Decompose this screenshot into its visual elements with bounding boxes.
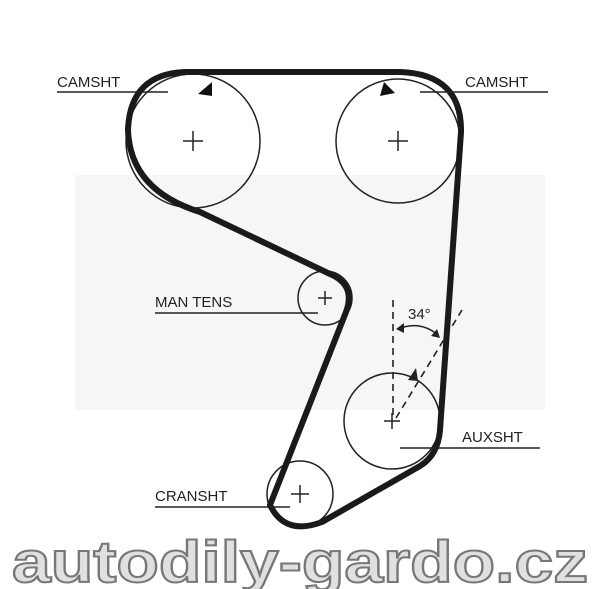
angle-label: 34° (408, 306, 431, 323)
timing-mark-right-icon (380, 82, 395, 96)
center-marks (183, 131, 408, 503)
angle-arrows-icon (396, 323, 440, 381)
leader-lines (57, 91, 548, 508)
label-crankshaft: CRANSHT (155, 488, 228, 505)
label-camshaft-right: CAMSHT (465, 74, 528, 91)
label-manual-tensioner: MAN TENS (155, 294, 232, 311)
timing-belt (125, 69, 465, 530)
label-aux-shaft: AUXSHT (462, 429, 523, 446)
timing-mark-left-icon (198, 82, 212, 96)
label-camshaft-left: CAMSHT (57, 74, 120, 91)
background-panel (75, 175, 545, 410)
watermark: autodily-gardo.cz (12, 530, 588, 589)
